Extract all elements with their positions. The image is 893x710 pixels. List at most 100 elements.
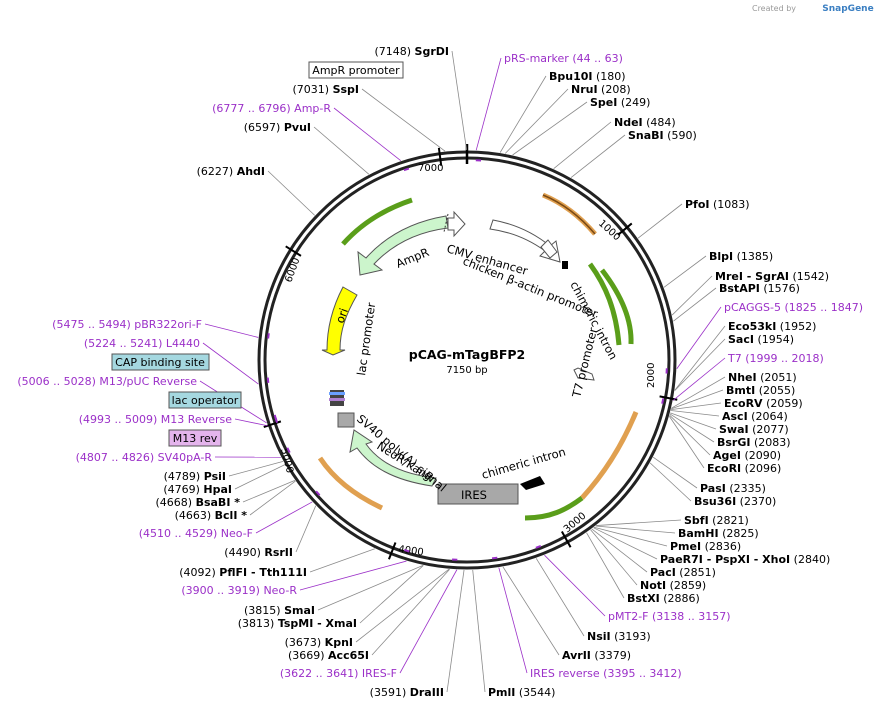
- primer-label-7[interactable]: (3900 .. 3919) Neo-R: [181, 584, 297, 597]
- site-label-19[interactable]: SwaI (2077): [719, 423, 789, 436]
- primer-label-10[interactable]: (4993 .. 5009) M13 Reverse: [79, 413, 232, 426]
- site-connector-37: [355, 568, 450, 643]
- site-label-34[interactable]: PmlI (3544): [488, 686, 555, 699]
- primer-connector-1: [333, 107, 402, 162]
- site-label-20[interactable]: BsrGI (2083): [717, 436, 791, 449]
- site-label-31[interactable]: BstXI (2886): [627, 592, 700, 605]
- site-connector-29: [591, 528, 648, 573]
- site-connector-41: [295, 505, 317, 553]
- site-label-16[interactable]: BmtI (2055): [726, 384, 795, 397]
- site-label-3[interactable]: (6227) AhdI: [197, 165, 265, 178]
- ampr-feature[interactable]: [357, 215, 449, 276]
- site-label-12[interactable]: BstAPI (1576): [719, 282, 800, 295]
- primer-arc-pcaggs: [580, 411, 639, 500]
- site-label-21[interactable]: AgeI (2090): [713, 449, 781, 462]
- site-label-27[interactable]: PmeI (2836): [670, 540, 741, 553]
- site-label-5[interactable]: NruI (208): [571, 83, 631, 96]
- site-label-24[interactable]: Bsu36I (2370): [694, 495, 776, 508]
- primer-label-6[interactable]: (3622 .. 3641) IRES-F: [280, 667, 397, 680]
- site-label-45[interactable]: (4789) PsiI: [164, 470, 226, 483]
- label-m13-rev: M13 rev: [173, 432, 218, 445]
- site-label-13[interactable]: Eco53kI (1952): [728, 320, 816, 333]
- site-label-6[interactable]: SpeI (249): [590, 96, 650, 109]
- site-label-7[interactable]: NdeI (484): [614, 116, 676, 129]
- site-label-41[interactable]: (4490) RsrII: [224, 546, 293, 559]
- site-label-25[interactable]: SbfI (2821): [684, 514, 749, 527]
- site-label-11[interactable]: MreI - SgrAI (1542): [715, 270, 829, 283]
- ampr-dashed-marker: [443, 213, 449, 233]
- tick-5000: [263, 420, 282, 428]
- site-label-1[interactable]: (7031) SspI: [292, 83, 359, 96]
- site-label-2[interactable]: (6597) PvuI: [244, 121, 311, 134]
- site-label-44[interactable]: (4769) HpaI: [163, 483, 232, 496]
- cap-binding-site-box[interactable]: [111, 353, 210, 371]
- site-label-38[interactable]: (3813) TspMI - XmaI: [238, 617, 357, 630]
- ampr-promoter-box[interactable]: [308, 61, 404, 79]
- site-label-28[interactable]: PaeR7I - PspXI - XhoI (2840): [660, 553, 830, 566]
- site-connector-22: [668, 416, 705, 469]
- primer-label-9[interactable]: (4807 .. 4826) SV40pA-R: [76, 451, 213, 464]
- primer-marker-11: [273, 414, 278, 421]
- cmv-enhancer-feature[interactable]: [489, 219, 561, 263]
- primer-label-1[interactable]: (6777 .. 6796) Amp-R: [212, 102, 331, 115]
- site-connector-42: [249, 480, 296, 516]
- m13-rev-box[interactable]: [168, 429, 222, 447]
- site-label-17[interactable]: EcoRV (2059): [724, 397, 803, 410]
- site-label-39[interactable]: (3815) SmaI: [244, 604, 315, 617]
- site-label-22[interactable]: EcoRI (2096): [707, 462, 781, 475]
- site-label-43[interactable]: (4668) BsaBI *: [156, 496, 241, 509]
- primer-label-13[interactable]: (5475 .. 5494) pBR322ori-F: [52, 318, 202, 331]
- site-connector-7: [553, 121, 612, 170]
- site-label-4[interactable]: Bpu10I (180): [549, 70, 626, 83]
- lac-operator-box[interactable]: [168, 391, 242, 409]
- site-connector-16: [671, 389, 724, 410]
- site-label-23[interactable]: PasI (2335): [700, 482, 766, 495]
- site-label-33[interactable]: AvrII (3379): [562, 649, 631, 662]
- site-connector-1: [361, 88, 446, 152]
- primer-connector-7: [299, 560, 407, 591]
- site-label-14[interactable]: SacI (1954): [728, 333, 794, 346]
- tick-label-2000: 2000: [646, 363, 657, 388]
- ampr-promoter-arrow: [447, 210, 466, 238]
- site-connector-36: [371, 569, 450, 656]
- primer-marker-5: [491, 556, 498, 560]
- primer-label-8[interactable]: (4510 .. 4529) Neo-F: [139, 527, 253, 540]
- neokan-feature[interactable]: [349, 429, 437, 487]
- site-connector-15: [671, 376, 726, 409]
- ires-feature[interactable]: [437, 483, 519, 505]
- site-label-42[interactable]: (4663) BclI *: [175, 509, 248, 522]
- primer-label-5[interactable]: IRES reverse (3395 .. 3412): [530, 667, 682, 680]
- site-label-37[interactable]: (3673) KpnI: [285, 636, 353, 649]
- site-connector-39: [317, 564, 424, 611]
- primer-connector-3: [672, 357, 726, 401]
- t7-promoter-feature[interactable]: [573, 367, 595, 381]
- ori-feature[interactable]: [321, 286, 358, 356]
- label-connectors: [199, 50, 726, 693]
- primer-label-12[interactable]: (5224 .. 5241) L4440: [84, 337, 200, 350]
- site-label-32[interactable]: NsiI (3193): [587, 630, 651, 643]
- site-connector-35: [446, 569, 465, 693]
- site-label-10[interactable]: BlpI (1385): [709, 250, 773, 263]
- primer-label-2[interactable]: pCAGGS-5 (1825 .. 1847): [724, 301, 863, 314]
- primer-arc-pfoi: [542, 192, 597, 236]
- site-connector-14: [674, 338, 726, 391]
- primer-label-4[interactable]: pMT2-F (3138 .. 3157): [608, 610, 731, 623]
- site-label-18[interactable]: AscI (2064): [722, 410, 788, 423]
- primer-arc-ires: [524, 495, 584, 521]
- site-label-9[interactable]: PfoI (1083): [685, 198, 750, 211]
- primer-connector-5: [498, 567, 528, 674]
- site-label-40[interactable]: (4092) PflFI - Tth111I: [179, 566, 307, 579]
- primer-label-0[interactable]: pRS-marker (44 .. 63): [504, 52, 623, 65]
- primer-label-11[interactable]: (5006 .. 5028) M13/pUC Reverse: [17, 375, 197, 388]
- chicken-promoter-feature[interactable]: [540, 239, 558, 259]
- site-label-8[interactable]: SnaBI (590): [628, 129, 697, 142]
- site-label-26[interactable]: BamHI (2825): [678, 527, 759, 540]
- site-label-36[interactable]: (3669) Acc65I: [288, 649, 369, 662]
- site-label-0[interactable]: (7148) SgrDI: [374, 45, 449, 58]
- site-label-35[interactable]: (3591) DraIII: [370, 686, 444, 699]
- site-label-15[interactable]: NheI (2051): [728, 371, 797, 384]
- site-label-30[interactable]: NotI (2859): [640, 579, 706, 592]
- primer-label-3[interactable]: T7 (1999 .. 2018): [727, 352, 824, 365]
- site-label-29[interactable]: PacI (2851): [650, 566, 716, 579]
- site-connector-11: [671, 275, 713, 316]
